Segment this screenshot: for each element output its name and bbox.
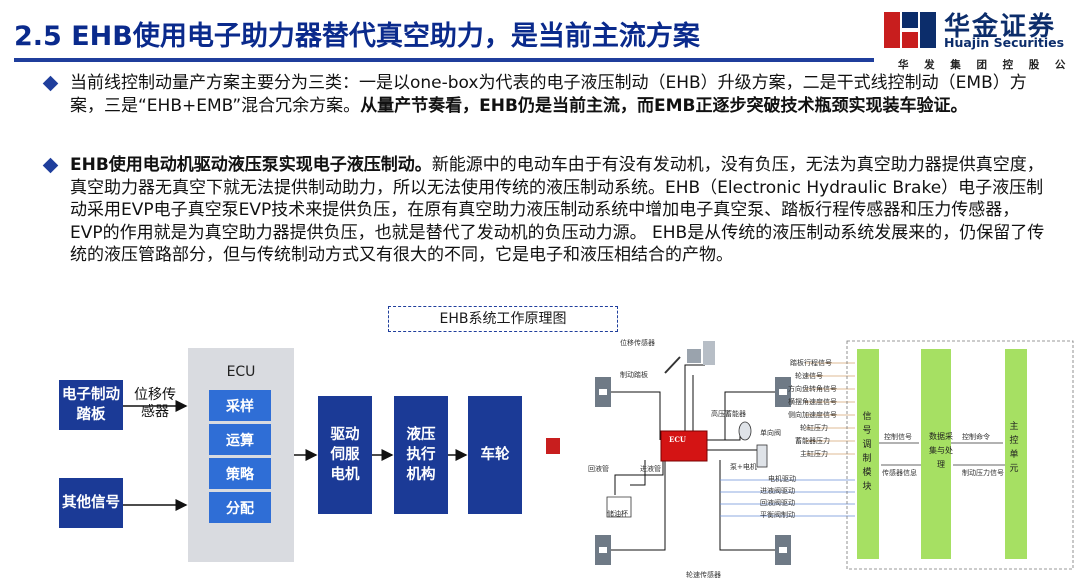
ehb-schematic (595, 340, 1074, 570)
signal-label: 侧向加速度信号 (788, 411, 837, 419)
huajin-logo-icon (884, 12, 936, 48)
drive-line-label: 平衡阀制动 (760, 511, 795, 519)
page-title: 2.5 EHB使用电子助力器替代真空助力，是当前主流方案 (14, 21, 700, 52)
hydraulic-actuator-block: 液压执行机构 (394, 396, 448, 514)
ecu-item-sampling: 采样 (209, 390, 271, 421)
signal-label: 方向盘转角信号 (788, 385, 837, 393)
servo-motor-block: 驱动伺服电机 (318, 396, 372, 514)
arrow-label: 传感器信息 (882, 469, 917, 477)
sensor-label: 位移传感器 (134, 387, 176, 420)
ecu-block (188, 348, 294, 562)
arrow-label: 控制信号 (884, 433, 912, 441)
module-signal-conditioning: 信号调制模块 (862, 412, 872, 492)
schematic-left-label: 回液管 (588, 465, 609, 473)
bullet-2-bold: EHB使用电动机驱动液压泵实现电子液压制动。 (70, 155, 432, 175)
logo-name-en: Huajin Securities (944, 35, 1065, 50)
ecu-item-computing: 运算 (209, 424, 271, 455)
drive-line-label: 电机驱动 (768, 475, 796, 483)
module-data-processing: 数据采集与处理 (929, 432, 953, 469)
ecu-item-allocation: 分配 (209, 492, 271, 523)
signal-label: 横摆角速度信号 (788, 398, 837, 406)
signal-label: 主缸压力 (800, 450, 828, 458)
ecu-label: ECU (226, 364, 256, 380)
logo-subtitle: 华 发 集 团 控 股 公 司 (898, 59, 1080, 71)
module-main-control: 主控单元 (1009, 422, 1019, 474)
wheel-block: 车轮 (468, 396, 522, 514)
logo-name-cn: 华金证券 (944, 12, 1057, 42)
schematic-left-label: 储油杯 (607, 510, 628, 518)
title-underline (14, 58, 874, 62)
schematic-left-label: 进液管 (640, 465, 661, 473)
schematic-top-label: 制动踏板 (620, 371, 648, 379)
schematic-bottom-label: 轮速传感器 (686, 571, 721, 579)
signal-label: 蓄能器压力 (795, 437, 830, 445)
bullet-1-bold: 从量产节奏看，EHB仍是当前主流，而EMB正逐步突破技术瓶颈实现装车验证。 (360, 95, 968, 116)
diagram-title: EHB系统工作原理图 (388, 306, 618, 332)
input-brake-pedal: 电子制动踏板 (59, 380, 123, 430)
arrow-label: 控制命令 (962, 433, 990, 441)
schematic-top-label: 位移传感器 (620, 339, 655, 347)
signal-label: 踏板行程信号 (790, 359, 832, 367)
schematic-ecu-label: ECU (669, 435, 687, 444)
bullet-paragraph-1: 当前线控制动量产方案主要分为三类：一是以one-box为代表的电子液压制动（EH… (70, 72, 1045, 117)
schematic-left-label: 单向阀 (760, 429, 781, 437)
schematic-left-label: 泵+电机 (730, 463, 757, 471)
bullet-2-text: 新能源中的电动车由于有没有发动机，没有负压，无法为真空助力器提供真空度，真空助力… (70, 155, 1045, 266)
ecu-item-strategy: 策略 (209, 458, 271, 489)
input-other-signal: 其他信号 (59, 478, 123, 528)
bullet-paragraph-2: EHB使用电动机驱动液压泵实现电子液压制动。新能源中的电动车由于有没有发动机，没… (70, 154, 1045, 267)
block-diagram-arrows (123, 400, 560, 511)
drive-line-label: 进液阀驱动 (760, 487, 795, 495)
arrow-label: 制动压力信号 (962, 469, 1004, 477)
schematic-left-label: 高压蓄能器 (711, 410, 746, 418)
signal-label: 轮速信号 (795, 372, 823, 380)
bullet-1-text: 当前线控制动量产方案主要分为三类：一是以one-box为代表的电子液压制动（EH… (70, 73, 1027, 116)
signal-label: 轮缸压力 (800, 424, 828, 432)
drive-line-label: 回液阀驱动 (760, 499, 795, 507)
